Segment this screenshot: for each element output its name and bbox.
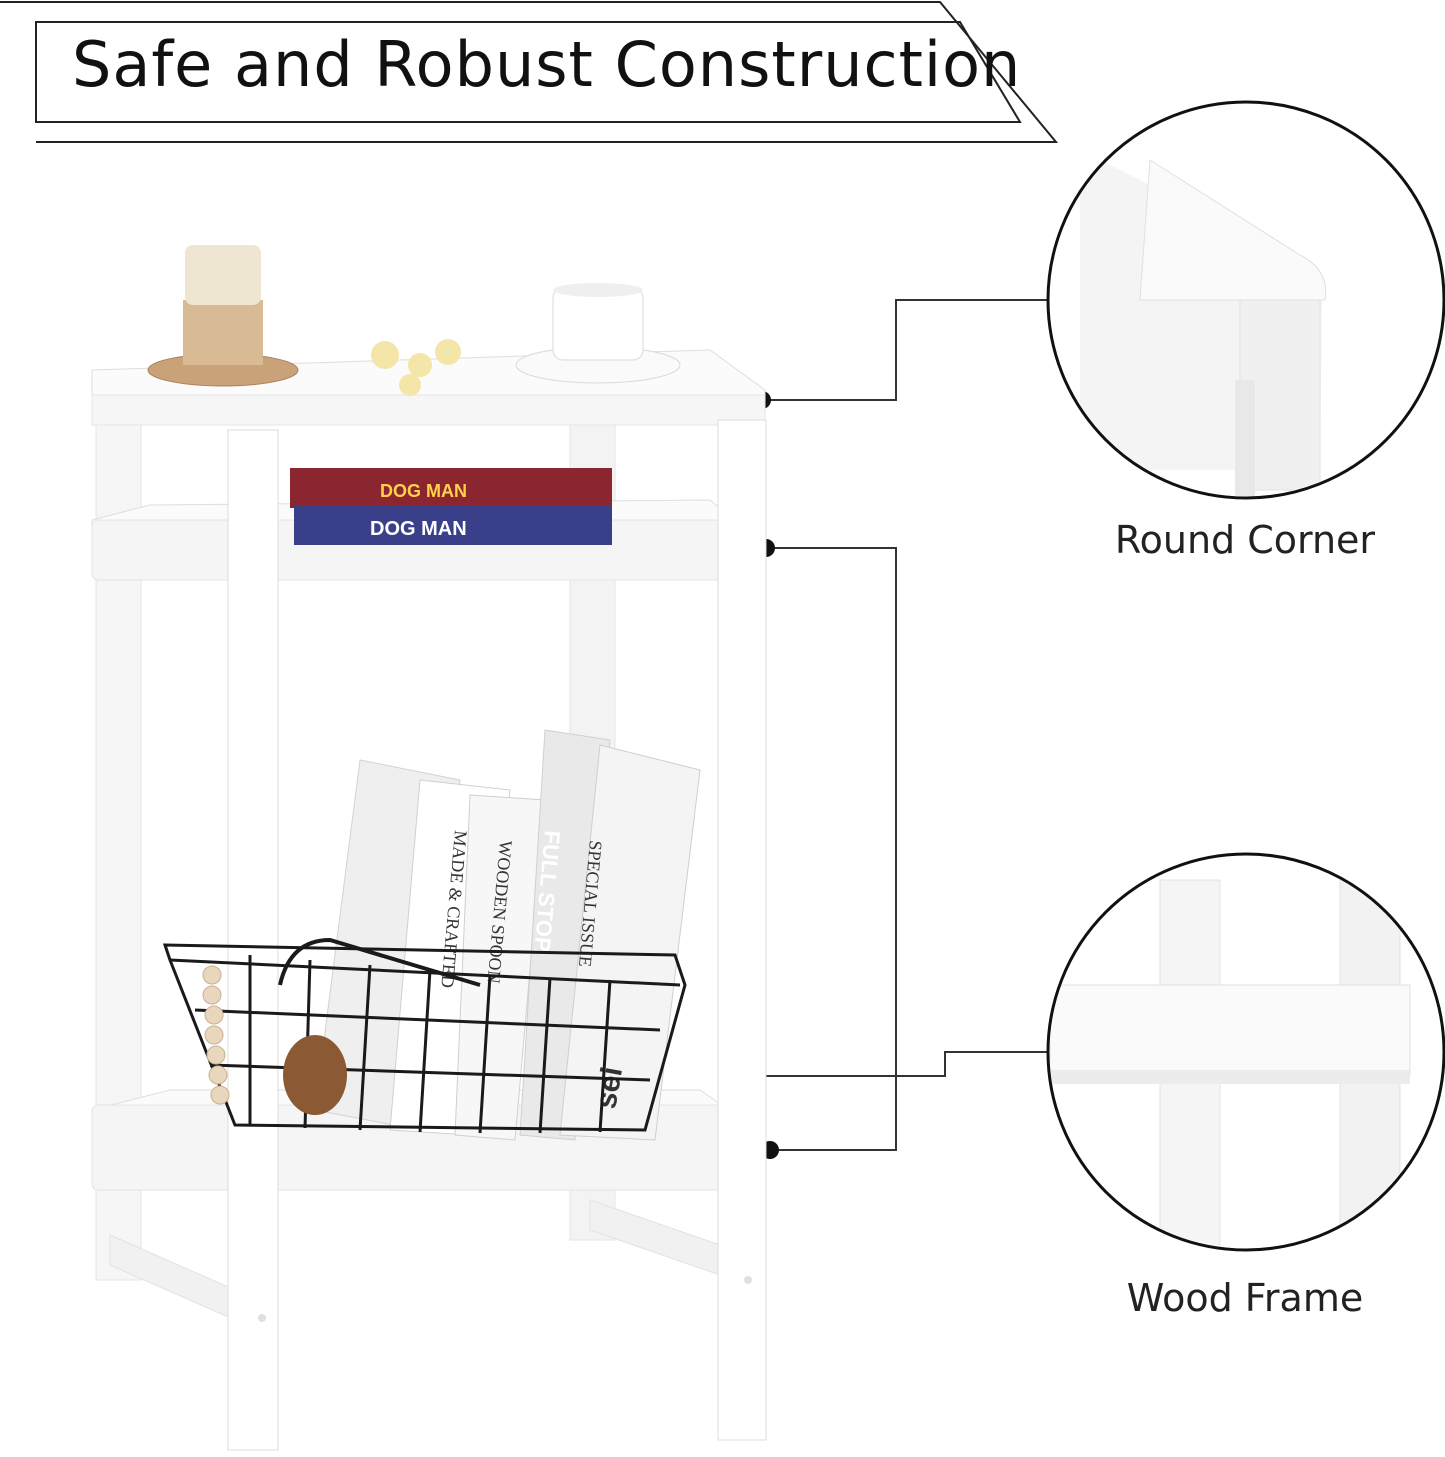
book-spine-text: sei bbox=[589, 1064, 629, 1111]
flowers bbox=[371, 339, 461, 396]
books-middle-shelf: DOG MAN DOG MAN bbox=[290, 468, 612, 545]
candle-on-wood-slice bbox=[147, 245, 299, 387]
page-title: Safe and Robust Construction bbox=[72, 28, 1022, 101]
callout-connectors bbox=[752, 299, 1050, 1151]
books-in-basket: MADE & CRAFTED WOODEN SPOON FULL STOP. S… bbox=[314, 729, 701, 1141]
wire-basket bbox=[162, 937, 687, 1134]
wood-bead-garland bbox=[202, 965, 230, 1105]
title-banner-frame bbox=[0, 1, 1059, 143]
wood-frame-label: Wood Frame bbox=[1126, 1276, 1364, 1320]
round-corner-zoom bbox=[1046, 100, 1445, 500]
book-spine-text: DOG MAN bbox=[370, 518, 467, 540]
book-spine-text: DOG MAN bbox=[380, 481, 467, 501]
coffee-cup bbox=[515, 283, 681, 384]
wood-frame-zoom bbox=[1046, 852, 1445, 1252]
round-corner-label: Round Corner bbox=[1114, 518, 1376, 562]
title-banner: Safe and Robust Construction bbox=[0, 0, 1080, 150]
pinecone bbox=[283, 1035, 347, 1115]
